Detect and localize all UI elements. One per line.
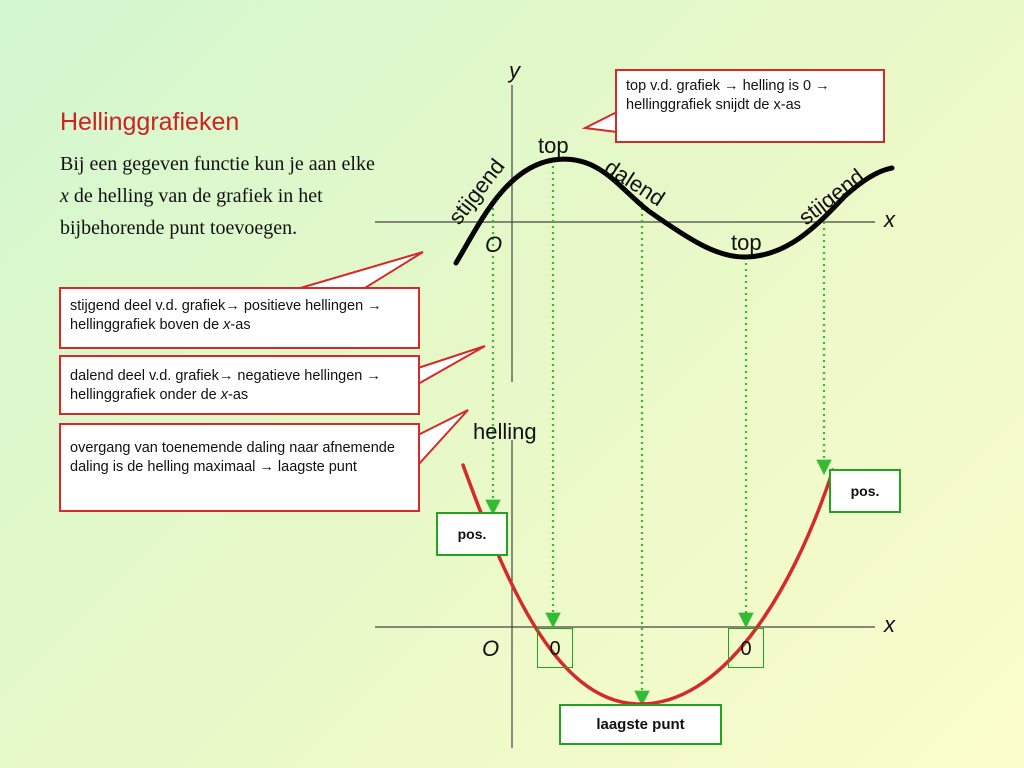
zero-left-box: 0 [537,628,573,668]
callout-dalend-text1: dalend deel v.d. grafiek→ negatieve hell… [70,368,381,403]
intro-text: Bij een gegeven functie kun je aan elke … [60,148,380,244]
top-x-label: x [883,207,896,232]
callout-top-pointer [581,110,618,134]
top-right-label: top [731,230,762,255]
intro-part1: Bij een gegeven functie kun je aan elke [60,153,375,175]
top-y-label: y [507,58,522,83]
pos-left-box: pos. [436,512,508,556]
slide-title: Hellinggrafieken [60,108,240,136]
callout-stijgend-var: x [223,317,231,333]
function-curve [453,156,895,266]
callout-overgang: overgang van toenemende daling naar afne… [59,423,420,512]
callout-overgang-pointer [417,409,469,468]
zero-right-box: 0 [728,628,764,668]
pos-left-text: pos. [457,526,487,542]
bottom-x-label: x [883,612,896,637]
zero-left-text: 0 [549,638,561,660]
callout-top-text: top v.d. grafiek → helling is 0 → hellin… [626,78,830,113]
callout-stijgend-pointer [289,251,424,292]
pos-right-text: pos. [850,483,880,499]
callout-top: top v.d. grafiek → helling is 0 → hellin… [615,69,885,143]
lowest-point-text: laagste punt [596,716,685,733]
callout-dalend-pointer [417,345,486,386]
guide-lines [485,160,832,707]
lowest-point-box: laagste punt [559,704,722,745]
bottom-origin-label: O [482,636,499,661]
slope-curve [461,463,835,706]
callout-stijgend-text1: stijgend deel v.d. grafiek→ positieve he… [70,298,382,333]
callout-dalend-var: x [220,387,228,403]
top-origin-label: O [485,232,502,257]
bottom-y-label: helling [473,419,537,444]
top-left-label: top [538,133,569,158]
callout-dalend-text2: -as [228,387,249,403]
intro-var: x [60,185,69,207]
pos-right-box: pos. [829,469,901,513]
intro-part2: de helling van de grafiek in het bijbeho… [60,185,323,239]
callout-stijgend: stijgend deel v.d. grafiek→ positieve he… [59,287,420,349]
dalend-label: dalend [600,154,669,211]
zero-right-text: 0 [740,638,752,660]
callout-stijgend-text2: -as [230,317,251,333]
stijgend-right-label: stijgend [794,164,869,230]
callout-dalend: dalend deel v.d. grafiek→ negatieve hell… [59,355,420,415]
callout-overgang-text: overgang van toenemende daling naar afne… [70,440,395,475]
